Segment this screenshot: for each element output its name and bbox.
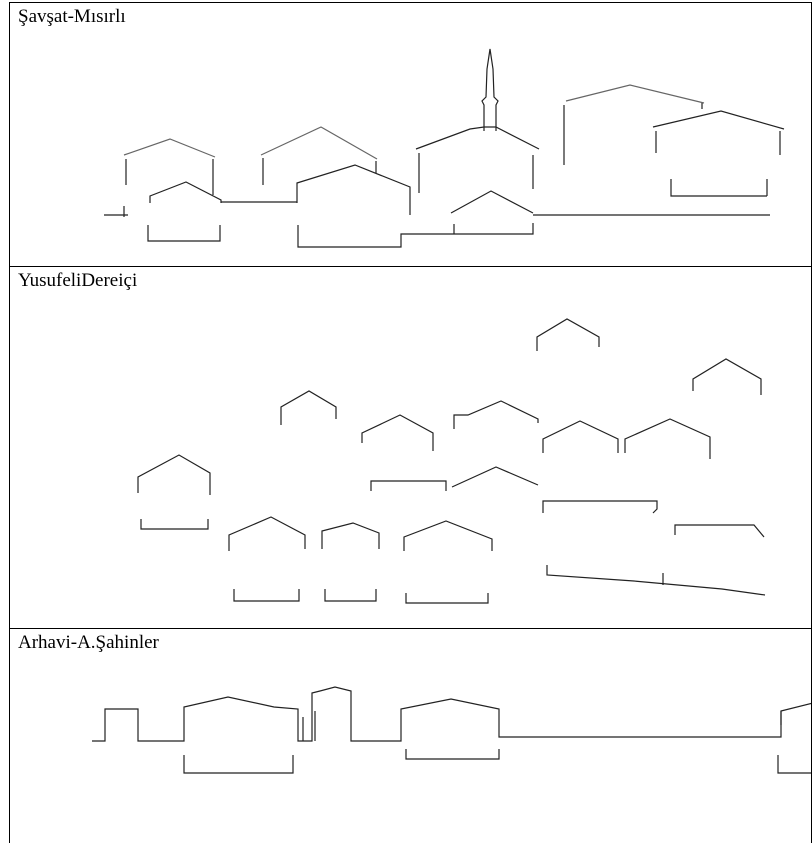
panel-title: Şavşat-Mısırlı: [18, 6, 126, 27]
panel-arhavi-a-sahinler: Arhavi-A.Şahinler: [9, 628, 812, 843]
village-silhouette-sketch: [104, 48, 785, 248]
village-silhouette-sketch: [92, 686, 811, 774]
panel-savsat-misirli: Şavşat-Mısırlı: [9, 2, 812, 266]
panel-title: YusufeliDereiçi: [18, 270, 138, 291]
panel-title: Arhavi-A.Şahinler: [18, 632, 159, 653]
panel-yusufeli-dereici: YusufeliDereiçi: [9, 266, 812, 628]
village-silhouette-sketch: [137, 318, 766, 604]
